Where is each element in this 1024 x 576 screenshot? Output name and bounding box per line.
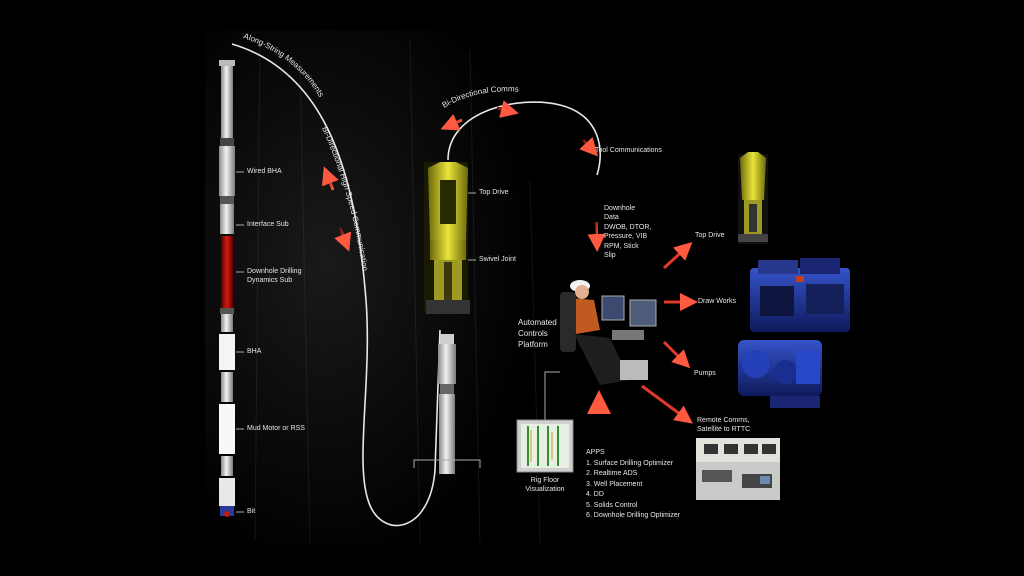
automated-controls-line: Platform	[518, 339, 548, 349]
equipment-top-drive	[738, 152, 768, 244]
app-item: 5. Solids Control	[586, 501, 638, 509]
automated-controls-line: Controls	[518, 328, 548, 338]
app-item: 6. Downhole Drilling Optimizer	[586, 512, 681, 519]
downhole-data-line: Downhole	[604, 205, 636, 212]
rig-lower-pipe	[438, 334, 456, 474]
downhole-data-line: RPM, Stick	[604, 242, 639, 250]
pipe-bracket	[413, 459, 481, 468]
app-item: 4. DD	[586, 491, 604, 498]
automated-controls-label: Automated Controls Platform	[518, 318, 557, 350]
rig-floor-line: Rig Floor	[530, 477, 560, 484]
app-item: 2. Realtime ADS	[586, 470, 638, 477]
label-ddd-sub-line1: Downhole Drilling	[247, 268, 302, 275]
output-draw-works-label: Draw Works	[698, 298, 736, 305]
output-pumps-label: Pumps	[694, 370, 716, 377]
rig-floor-screen	[516, 419, 574, 473]
output-arrows	[641, 241, 698, 424]
comm-direction-arrows	[321, 100, 606, 252]
equipment-draw-works	[750, 258, 850, 332]
backdrop-haze	[205, 30, 550, 545]
label-ddd-sub-line2: Dynamics Sub	[247, 276, 293, 284]
output-top-drive-label: Top Drive	[695, 232, 725, 239]
bi-dir-comms-curve	[447, 101, 601, 176]
high-speed-comm-curve	[231, 43, 441, 527]
rig-floor-line: Visualization	[525, 485, 565, 493]
label-mud-motor: Mud Motor or RSS	[247, 425, 305, 432]
downhole-data-line: Data	[604, 214, 619, 222]
automated-controls-line: Automated	[518, 318, 557, 327]
label-wired-bha: Wired BHA	[247, 168, 282, 175]
string-leader-lines	[236, 171, 244, 513]
remote-comms-line1: Remote Comms,	[697, 417, 750, 424]
label-interface-sub: Interface Sub	[247, 221, 289, 228]
downhole-data-line: Slip	[604, 252, 616, 260]
console-leader-line	[544, 371, 560, 420]
downhole-data-block: Downhole Data DWOB, DTOR, Pressure, VIB …	[604, 204, 651, 261]
label-bit: Bit	[247, 508, 256, 515]
label-swivel-joint: Swivel Joint	[479, 256, 516, 263]
app-item: 3. Well Placement	[586, 480, 643, 488]
output-remote-comms-label: Remote Comms, Satellite to RTTC	[697, 417, 750, 435]
drill-string	[219, 60, 235, 517]
label-tool-communications: Tool Communications	[595, 147, 662, 154]
apps-list: APPS 1. Surface Drilling Optimizer 2. Re…	[586, 448, 680, 522]
operator-console	[560, 280, 657, 385]
remote-control-room	[696, 438, 780, 500]
remote-comms-line2: Satellite to RTTC	[697, 425, 751, 433]
downhole-data-line: DWOB, DTOR,	[604, 223, 652, 231]
label-rig-top-drive: Top Drive	[479, 189, 509, 196]
label-bha: BHA	[247, 348, 262, 355]
background-streaks	[254, 39, 541, 546]
downhole-data-line: Pressure, VIB	[604, 233, 648, 241]
label-ddd-sub: Downhole Drilling Dynamics Sub	[247, 268, 301, 286]
app-item: 1. Surface Drilling Optimizer	[586, 459, 674, 467]
rig-leader-lines	[468, 192, 476, 261]
rig-top-drive	[424, 162, 470, 314]
rig-floor-label: Rig Floor Visualization	[523, 477, 567, 495]
apps-title: APPS	[586, 449, 605, 456]
equipment-pumps	[738, 340, 822, 408]
